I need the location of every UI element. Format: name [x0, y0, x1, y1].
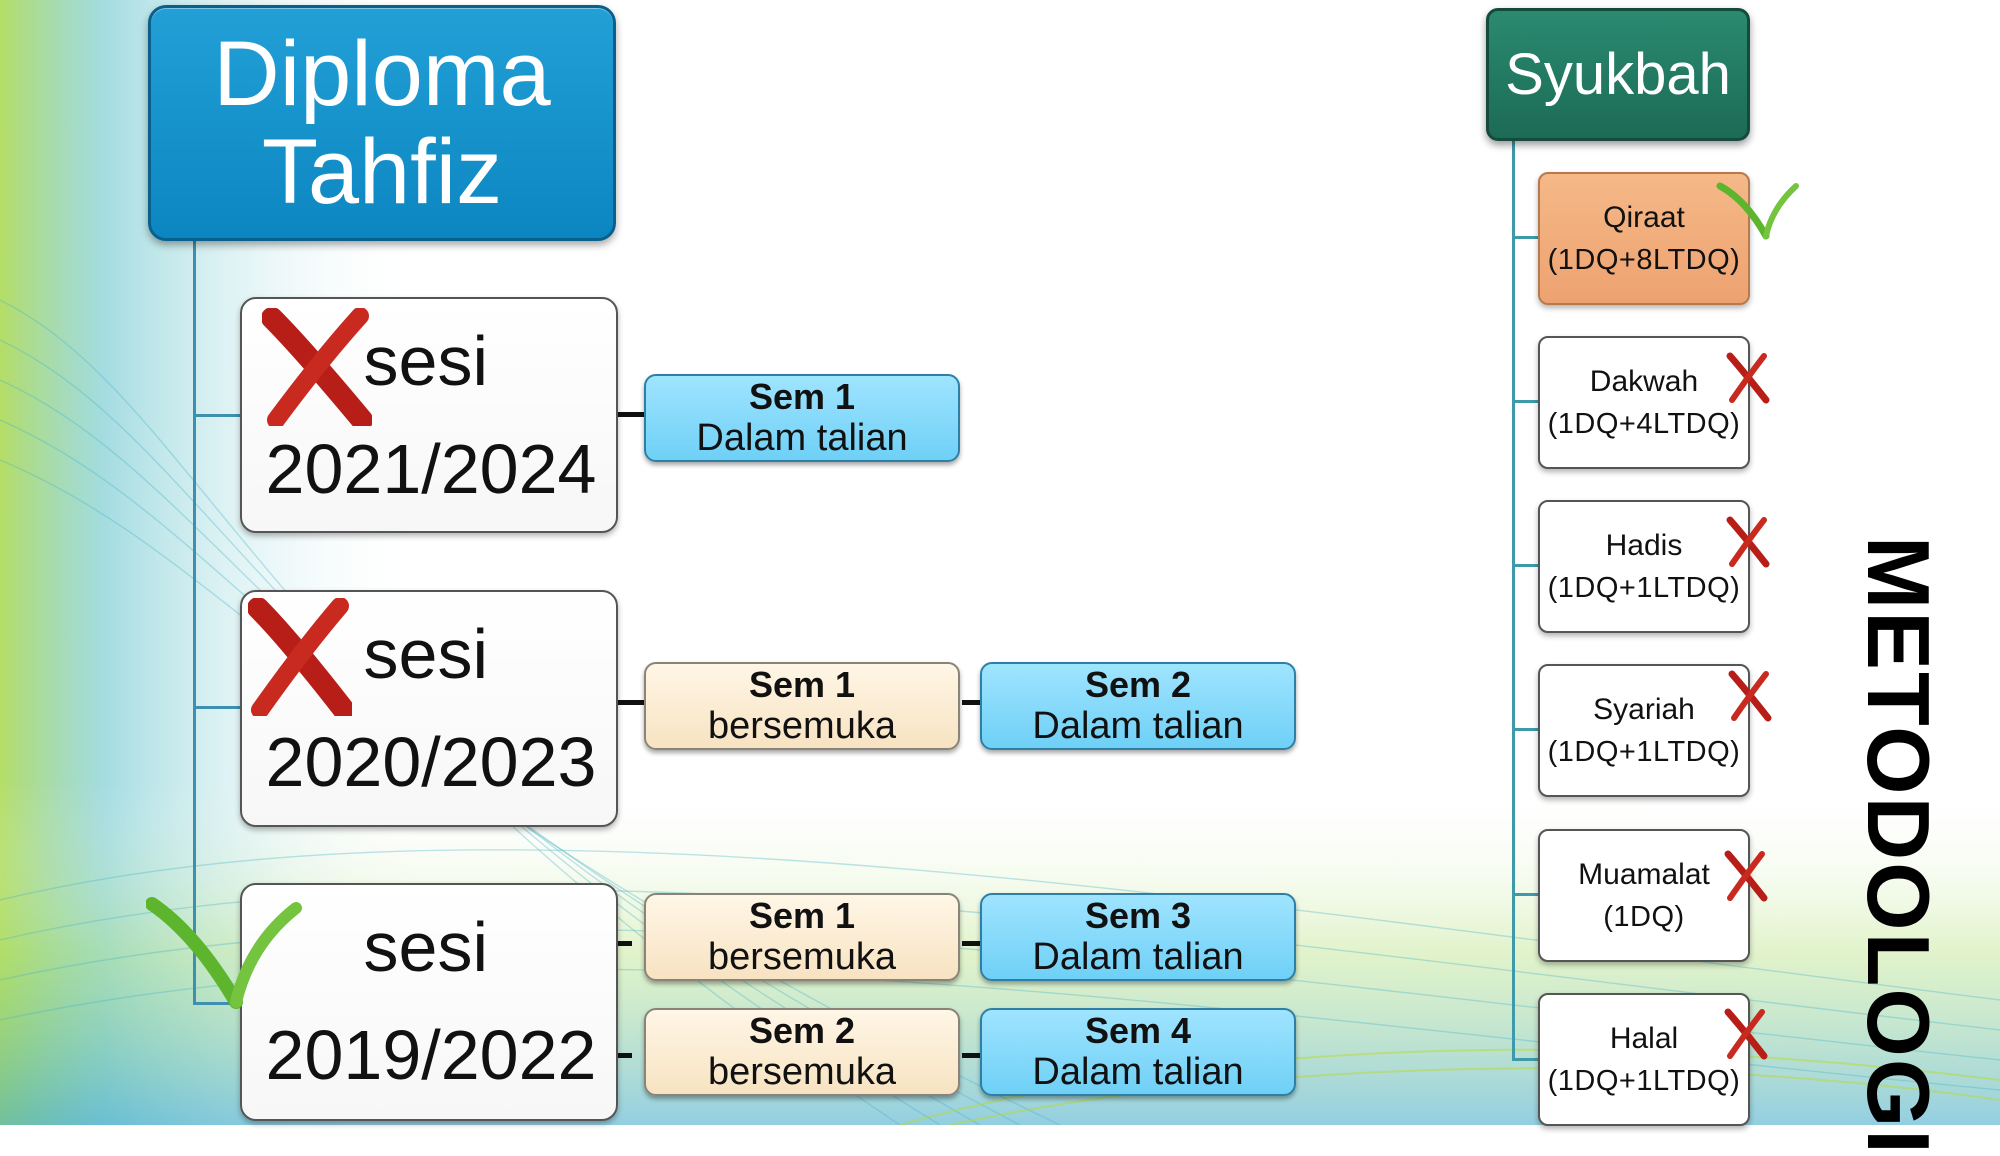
x-mark-icon [1726, 516, 1770, 568]
metodologi-side-title: METODOLOGI [1849, 536, 1948, 1156]
x-mark-icon [248, 598, 352, 716]
tree-branch-2020 [193, 706, 241, 709]
session-box-2020-2023: sesi 2020/2023 [240, 590, 618, 827]
sem-label: Sem 4 [1084, 1010, 1192, 1051]
syukbah-item-hadis: Hadis (1DQ+1LTDQ) [1538, 500, 1750, 633]
sem-mode: Dalam talian [1032, 705, 1244, 747]
x-mark-icon [262, 308, 372, 426]
tree-branch-qiraat [1512, 236, 1540, 239]
sem-mode: bersemuka [708, 1051, 896, 1093]
syukbah-item-name: Halal [1609, 1021, 1679, 1055]
syukbah-item-code: (1DQ+1LTDQ) [1547, 1064, 1741, 1097]
syukbah-item-halal: Halal (1DQ+1LTDQ) [1538, 993, 1750, 1126]
syukbah-item-name: Muamalat [1578, 857, 1710, 891]
sem-label: Sem 2 [1084, 664, 1192, 705]
syukbah-item-code: (1DQ) [1603, 900, 1685, 933]
sem-label: Sem 1 [748, 895, 856, 936]
syukbah-item-code: (1DQ+1LTDQ) [1547, 735, 1741, 768]
title-line-2: Tahfiz [261, 121, 503, 223]
syukbah-item-name: Hadis [1605, 528, 1683, 562]
session-year: 2021/2024 [265, 430, 597, 508]
tree-branch-2019 [193, 1002, 241, 1005]
connector-tick [962, 941, 984, 946]
sem-mode: bersemuka [708, 936, 896, 978]
check-mark-icon [1716, 182, 1799, 240]
syukbah-item-name: Syariah [1593, 692, 1695, 726]
connector-tick [962, 1053, 984, 1058]
sem-pill-2021-sem1: Sem 1 Dalam talian [644, 374, 960, 462]
syukbah-item-muamalat: Muamalat (1DQ) [1538, 829, 1750, 962]
sem-label: Sem 1 [748, 376, 856, 417]
session-word: sesi [363, 322, 488, 400]
x-mark-icon [1726, 352, 1770, 404]
x-mark-icon [1724, 1008, 1768, 1060]
diploma-tahfiz-title-box: Diploma Tahfiz [148, 5, 616, 241]
connector-tick [618, 941, 632, 946]
tree-trunk-left [193, 240, 196, 1005]
syukbah-item-code: (1DQ+4LTDQ) [1547, 407, 1741, 440]
session-year: 2020/2023 [265, 723, 597, 801]
x-mark-icon [1728, 670, 1772, 722]
syukbah-item-name: Qiraat [1603, 200, 1685, 234]
x-mark-icon [1724, 850, 1768, 902]
sem-label: Sem 1 [748, 664, 856, 705]
title-line-1: Diploma [213, 23, 551, 125]
syukbah-item-qiraat: Qiraat (1DQ+8LTDQ) [1538, 172, 1750, 305]
syukbah-item-code: (1DQ+8LTDQ) [1547, 243, 1741, 276]
tree-branch-halal [1512, 1058, 1540, 1061]
sem-mode: Dalam talian [1032, 936, 1244, 978]
connector-tick [618, 1053, 632, 1058]
tree-trunk-right [1512, 140, 1515, 1060]
sem-pill-2020-sem2: Sem 2 Dalam talian [980, 662, 1296, 750]
syukbah-item-syariah: Syariah (1DQ+1LTDQ) [1538, 664, 1750, 797]
syukbah-item-dakwah: Dakwah (1DQ+4LTDQ) [1538, 336, 1750, 469]
sem-mode: Dalam talian [696, 417, 908, 459]
tree-branch-dakwah [1512, 400, 1540, 403]
connector-tick [618, 412, 644, 417]
tree-branch-2021 [193, 414, 241, 417]
check-mark-icon [146, 897, 302, 1009]
connector-tick [618, 700, 644, 705]
syukbah-item-code: (1DQ+1LTDQ) [1547, 571, 1741, 604]
syukbah-title-box: Syukbah [1486, 8, 1750, 141]
sem-pill-2019-sem1: Sem 1 bersemuka [644, 893, 960, 981]
sem-label: Sem 2 [748, 1010, 856, 1051]
tree-branch-syariah [1512, 728, 1540, 731]
sem-pill-2019-sem4: Sem 4 Dalam talian [980, 1008, 1296, 1096]
session-box-2021-2024: sesi 2021/2024 [240, 297, 618, 533]
session-word: sesi [363, 615, 488, 693]
sem-pill-2019-sem3: Sem 3 Dalam talian [980, 893, 1296, 981]
session-box-2019-2022: sesi 2019/2022 [240, 883, 618, 1121]
sem-mode: Dalam talian [1032, 1051, 1244, 1093]
tree-branch-muamalat [1512, 893, 1540, 896]
sem-pill-2020-sem1: Sem 1 bersemuka [644, 662, 960, 750]
connector-tick [962, 700, 984, 705]
syukbah-item-name: Dakwah [1589, 364, 1699, 398]
sem-label: Sem 3 [1084, 895, 1192, 936]
session-word: sesi [363, 908, 488, 986]
sem-mode: bersemuka [708, 705, 896, 747]
sem-pill-2019-sem2: Sem 2 bersemuka [644, 1008, 960, 1096]
session-year: 2019/2022 [265, 1016, 597, 1094]
tree-branch-hadis [1512, 564, 1540, 567]
